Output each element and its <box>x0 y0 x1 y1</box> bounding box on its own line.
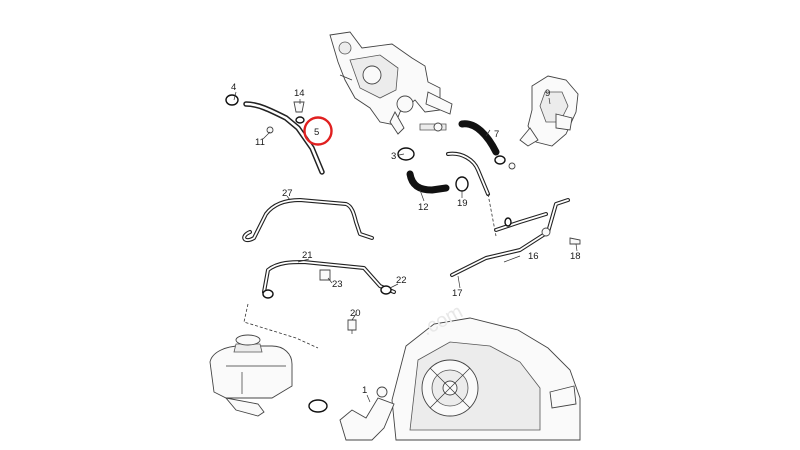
hose-7 <box>446 120 516 196</box>
hose-12 <box>397 147 469 194</box>
callout-19: 19 <box>457 198 468 209</box>
callout-4: 4 <box>231 82 236 93</box>
callout-27: 27 <box>282 188 293 199</box>
callout-17: 17 <box>452 288 463 299</box>
callout-18: 18 <box>570 251 581 262</box>
callout-21: 21 <box>302 250 313 261</box>
pipe-21 <box>262 260 396 334</box>
bracket-9 <box>519 75 579 147</box>
callout-11: 11 <box>255 137 265 148</box>
callout-14: 14 <box>294 88 305 99</box>
highlight-circle <box>303 116 333 146</box>
expansion-tank <box>209 334 293 417</box>
callout-23: 23 <box>332 279 343 290</box>
callout-22: 22 <box>396 275 407 286</box>
hose-5 <box>225 94 325 175</box>
callout-12: 12 <box>418 202 429 213</box>
callout-16: 16 <box>528 251 539 262</box>
callout-5: 5 <box>314 127 319 138</box>
callout-1: 1 <box>362 385 367 396</box>
dashed-line-pipe16 <box>487 193 497 237</box>
part-1 <box>308 386 395 441</box>
dashed-line-expansion <box>243 303 319 349</box>
leader-lines <box>233 91 578 403</box>
pipe-16 <box>450 198 581 277</box>
callout-20: 20 <box>350 308 361 319</box>
pipe-27 <box>242 198 374 243</box>
callout-3: 3 <box>391 151 396 162</box>
thermostat-housing <box>329 31 453 135</box>
radiator-assembly <box>391 317 581 441</box>
callout-7: 7 <box>494 129 499 140</box>
callout-9: 9 <box>545 88 550 99</box>
